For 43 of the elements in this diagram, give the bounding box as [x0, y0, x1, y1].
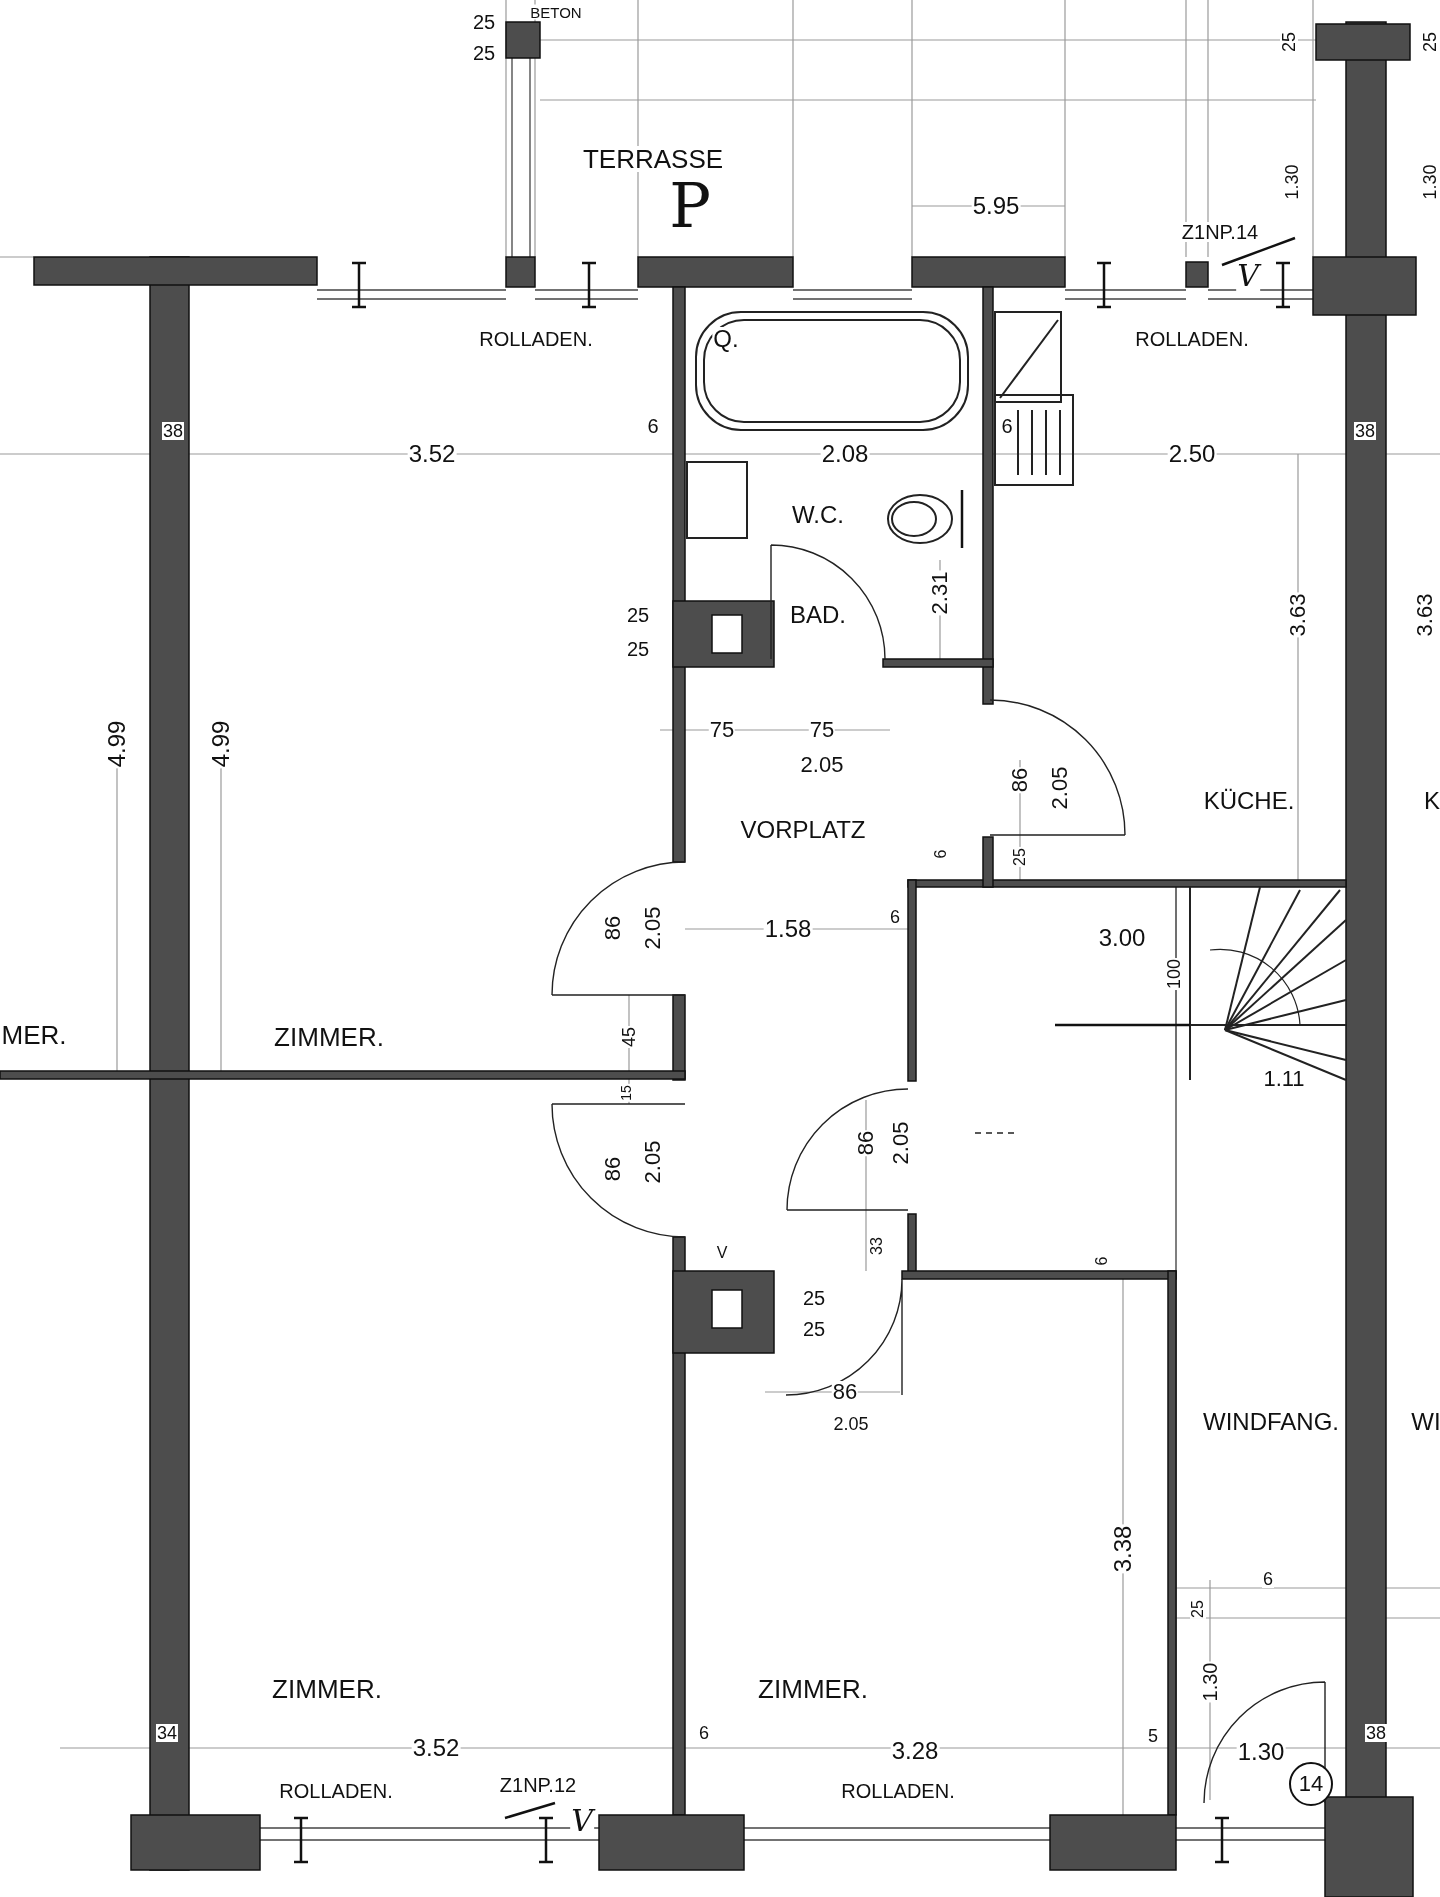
annotation-text: Z1NP.12 [498, 1775, 578, 1795]
dimension-value: 25 [801, 1288, 827, 1308]
annotation-text: Q. [712, 327, 740, 351]
dimension-value: 38 [1354, 422, 1376, 440]
dimension-value: 100 [1165, 958, 1183, 990]
dimension-value: 15 [619, 1084, 633, 1102]
dimension-value: 34 [156, 1724, 178, 1742]
annotation-text: V [715, 1245, 729, 1261]
dimension-value: 25 [1421, 31, 1439, 53]
circled-number: 14 [1289, 1762, 1333, 1806]
dimension-value: 1.30 [1421, 163, 1439, 201]
dimension-value: 2.05 [832, 1415, 870, 1433]
dimension-value: 1.30 [1200, 1661, 1220, 1703]
plan-symbol-letter: P [668, 175, 712, 237]
dimension-value: 6 [1262, 1570, 1274, 1588]
dimension-value: 1.30 [1283, 163, 1301, 201]
dimension-value: 25 [471, 43, 497, 63]
dimension-value: 38 [162, 422, 184, 440]
annotation-text: V [1236, 261, 1260, 291]
dimension-value: 25 [471, 12, 497, 32]
room-label: TERRASSE [581, 146, 725, 172]
annotation-text: ROLLADEN. [478, 329, 594, 349]
dimension-value: 6 [889, 908, 901, 926]
dimension-value: 25 [625, 605, 651, 625]
dimension-value: 25 [625, 639, 651, 659]
annotation-text: BETON [529, 4, 583, 20]
annotation-text: Z1NP.14 [1180, 222, 1260, 242]
dimension-value: 6 [698, 1724, 710, 1742]
dimension-value: 25 [1012, 847, 1028, 867]
annotation-text: ROLLADEN. [840, 1781, 956, 1801]
dimension-value: 6 [1000, 416, 1014, 436]
dimension-value: 38 [1365, 1724, 1387, 1742]
annotation-text: ROLLADEN. [1134, 329, 1250, 349]
dimension-value: 6 [646, 416, 660, 436]
dimension-value: 33 [869, 1236, 885, 1256]
dimension-value: 45 [620, 1026, 638, 1048]
dimension-value: 5 [1147, 1727, 1159, 1745]
annotation-text: ROLLADEN. [278, 1781, 394, 1801]
dimension-value: 6 [1094, 1255, 1110, 1267]
dimension-value: 25 [801, 1319, 827, 1339]
dimension-value: 6 [933, 848, 949, 860]
dimension-value: 25 [1190, 1599, 1206, 1619]
dimension-value: 25 [1280, 31, 1298, 53]
